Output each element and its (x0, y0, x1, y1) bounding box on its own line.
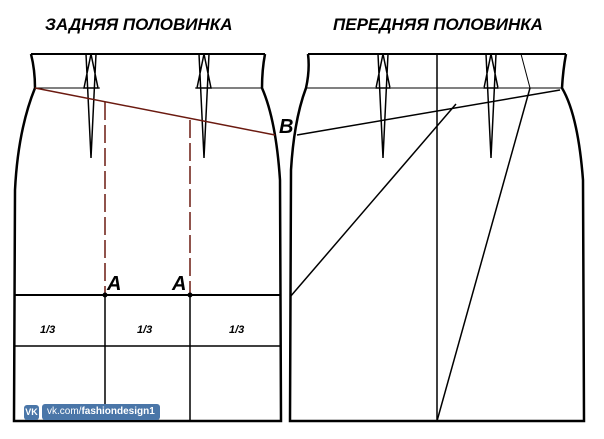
hip-line (34, 87, 276, 136)
back-panel (12, 53, 283, 423)
front-half-title: ПЕРЕДНЯЯ ПОЛОВИНКА (333, 15, 543, 34)
vk-logo-icon: VK (24, 404, 39, 420)
fraction-label: 1/3 (40, 324, 55, 336)
back-half-title: ЗАДНЯЯ ПОЛОВИНКА (45, 15, 233, 34)
vk-watermark[interactable]: VK vk.com/fashiondesign1 (24, 404, 160, 420)
front-panel (288, 53, 586, 423)
vk-link-name: fashiondesign1 (81, 406, 155, 417)
point-b: B (279, 116, 293, 138)
point-a-left: A (106, 273, 121, 295)
front-dart-right (483, 53, 499, 159)
point-a-right: A (171, 273, 186, 295)
back-dart-left (83, 53, 99, 159)
vk-link-prefix: vk.com/ (47, 406, 82, 417)
vk-link[interactable]: vk.com/fashiondesign1 (42, 404, 160, 420)
fraction-label: 1/3 (229, 324, 244, 336)
fraction-label: 1/3 (137, 324, 152, 336)
back-dart-right (196, 53, 212, 159)
front-dart-left (375, 53, 391, 159)
